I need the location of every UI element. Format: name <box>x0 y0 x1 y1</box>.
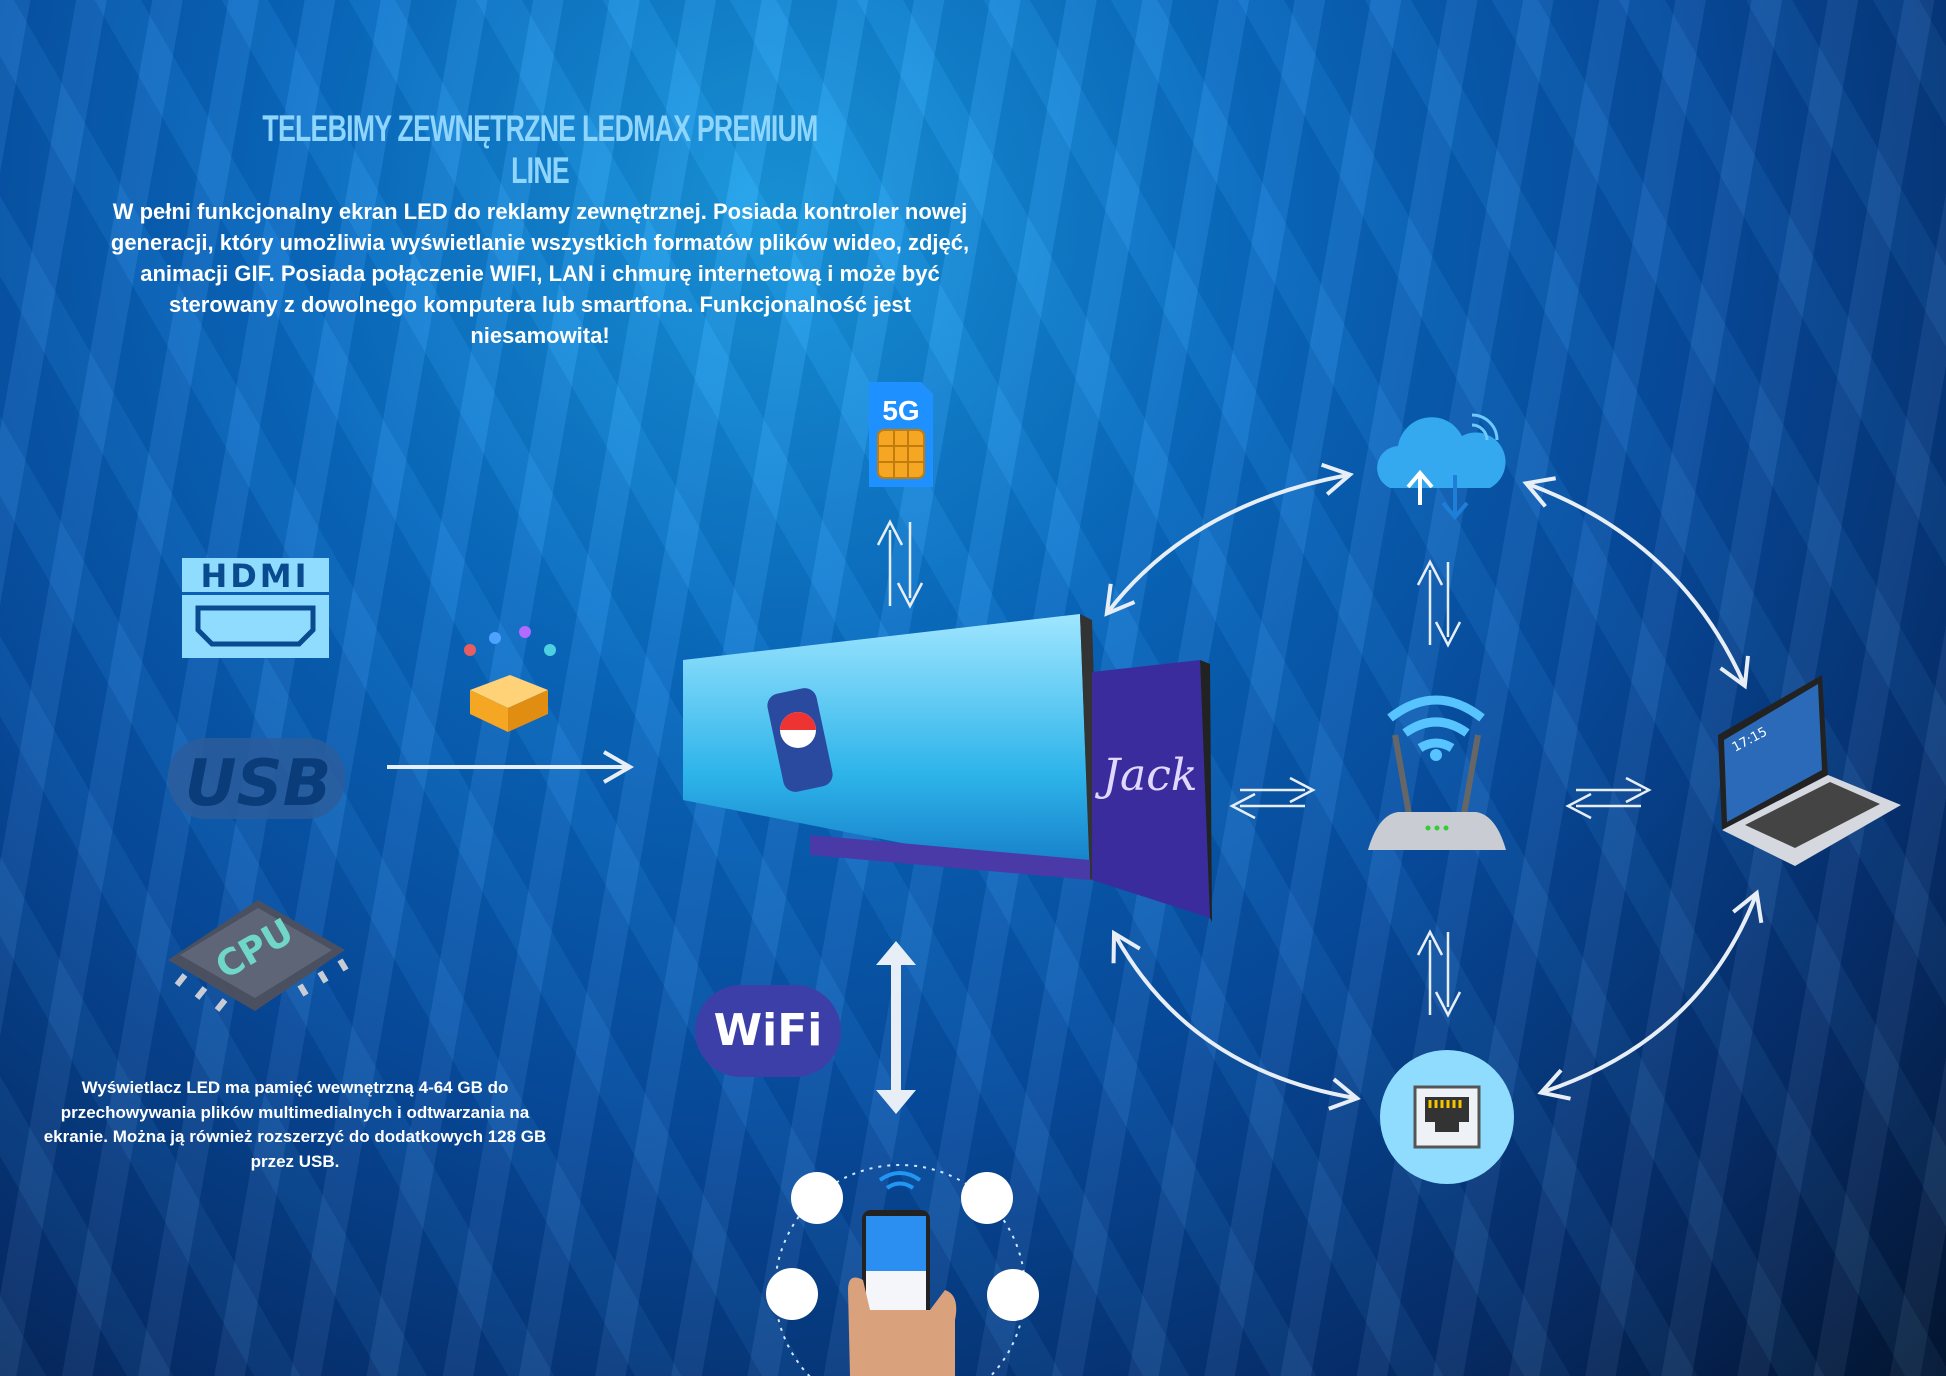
intro-text: W pełni funkcjonalny ekran LED do reklam… <box>110 199 970 348</box>
sim-label: 5G <box>882 395 919 426</box>
curved-arrows <box>1104 462 1764 1111</box>
cloud-icon <box>1377 413 1506 521</box>
double-arrow-icon <box>1565 776 1652 820</box>
wifi-label: WiFi <box>714 1005 823 1056</box>
memory-note: Wyświetlacz LED ma pamięć wewnętrzną 4-6… <box>43 1078 547 1171</box>
smartphone-app-image <box>766 1164 1039 1376</box>
usb-icon: USB <box>168 738 345 821</box>
page-title: TELEBIMY ZEWNĘTRZNE LEDMAX PREMIUM LINE <box>262 108 818 191</box>
arrow-laptop-ethernet <box>1537 889 1764 1101</box>
wifi-logo-icon: WiFi <box>695 985 841 1077</box>
arrow-ethernet-screen <box>1111 929 1361 1111</box>
double-arrow-icon <box>876 519 924 609</box>
screen-brand: Jack <box>1094 750 1197 801</box>
router-icon <box>1368 695 1506 850</box>
arrow-cloud-laptop <box>1522 476 1750 690</box>
arrow-screen-cloud <box>1104 462 1354 617</box>
led-screen-image: Jack <box>683 614 1212 922</box>
hdmi-icon: HDMI <box>182 557 329 658</box>
cpu-icon: CPU <box>168 900 349 1012</box>
double-arrow-icon <box>1416 929 1462 1018</box>
sim-5g-icon: 5G <box>869 382 933 487</box>
laptop-icon: 17:15 <box>1718 675 1901 866</box>
ethernet-port-icon <box>1380 1050 1514 1184</box>
double-arrow-icon <box>1416 559 1462 648</box>
vertical-arrow <box>876 941 916 1114</box>
double-arrow-icon <box>1229 776 1316 820</box>
hdmi-label: HDMI <box>200 557 309 595</box>
media-box-icon <box>464 626 556 732</box>
usb-label: USB <box>185 747 332 821</box>
